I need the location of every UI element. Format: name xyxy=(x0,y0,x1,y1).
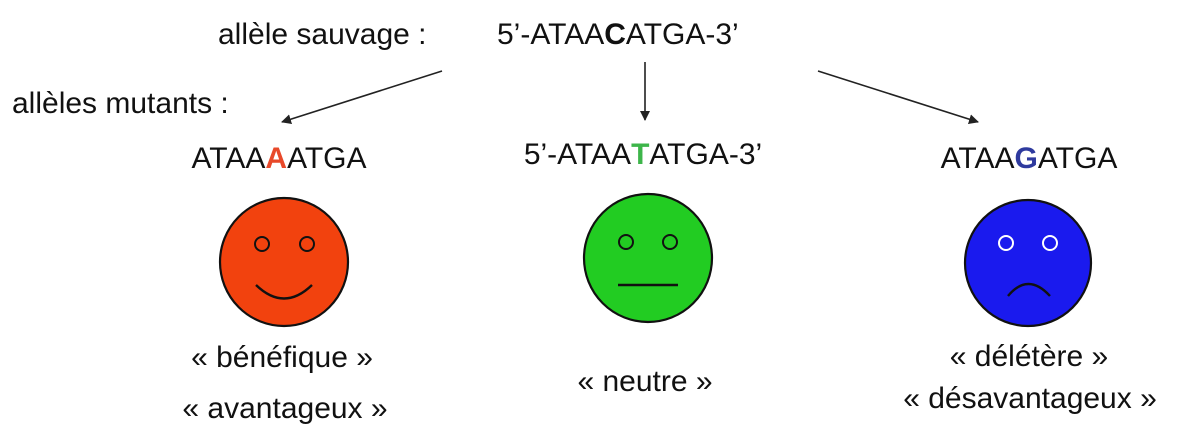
sequence-prefix: 5’-ATAA xyxy=(497,18,605,51)
arrow-to-beneficial xyxy=(281,70,443,125)
label-neutral: « neutre » xyxy=(577,365,713,398)
arrow-to-deleterious xyxy=(817,70,979,125)
sequence-suffix: ATGA xyxy=(287,142,367,175)
wild-type-label: allèle sauvage : xyxy=(218,18,427,51)
smiling-face-icon xyxy=(218,196,350,328)
frowning-face-icon xyxy=(963,198,1093,328)
mutant-sequence-deleterious: ATAAGATGA xyxy=(941,141,1118,177)
sequence-prefix: 5’-ATAA xyxy=(523,138,632,171)
face-circle xyxy=(218,196,350,328)
label-disadvantageous: « désavantageux » xyxy=(903,382,1157,415)
sequence-suffix: ATGA-3’ xyxy=(649,138,763,171)
variant-base: T xyxy=(631,138,650,171)
wild-type-sequence: 5’-ATAACATGA-3’ xyxy=(497,17,739,53)
label-advantageous: « avantageux » xyxy=(182,392,388,425)
label-deleterious: « délétère » xyxy=(949,340,1109,373)
sequence-suffix: ATGA-3’ xyxy=(625,18,739,51)
label-beneficial: « bénéfique » xyxy=(191,341,373,374)
mutants-label: allèles mutants : xyxy=(12,87,229,120)
mutant-sequence-beneficial: ATAAAATGA xyxy=(191,141,366,177)
face-circle xyxy=(582,192,714,324)
face-circle xyxy=(963,198,1093,328)
mutant-sequence-neutral: 5’-ATAATATGA-3’ xyxy=(524,137,762,173)
variant-base: A xyxy=(265,142,288,175)
neutral-face-icon xyxy=(582,192,714,324)
sequence-suffix: ATGA xyxy=(1037,142,1118,175)
variant-base: C xyxy=(604,18,626,51)
sequence-prefix: ATAA xyxy=(940,142,1015,175)
sequence-prefix: ATAA xyxy=(191,142,266,175)
variant-base: G xyxy=(1014,142,1038,175)
